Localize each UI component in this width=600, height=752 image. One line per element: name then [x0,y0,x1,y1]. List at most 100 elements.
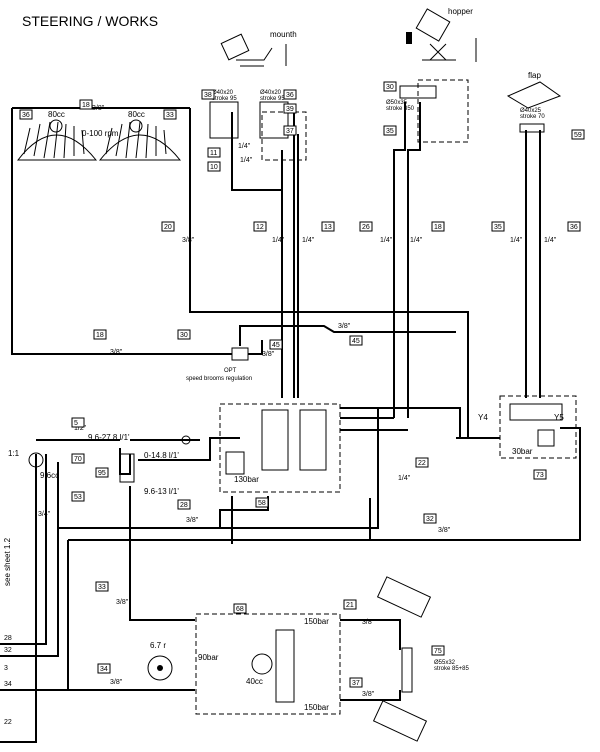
svg-text:3/8": 3/8" [338,323,351,330]
svg-text:3/4": 3/4" [38,511,51,518]
tag-z: 95 [95,467,109,478]
steer-p1: 150bar [304,617,329,626]
svg-text:18: 18 [96,332,104,339]
page-title: STEERING / WORKS [22,13,158,29]
svg-text:12: 12 [256,224,264,231]
rpm-label: 0-100 rpm [82,129,119,138]
mounth-label: mounth [270,30,297,39]
svg-text:3/8": 3/8" [92,105,105,112]
tag-af: 32 [423,513,437,524]
broom-right-icon [98,121,182,161]
svg-text:39: 39 [286,106,294,113]
svg-text:3/8": 3/8" [182,237,195,244]
port-34: 34 [4,681,12,688]
svg-text:3/8": 3/8" [262,351,275,358]
steering-unit-block [195,613,341,715]
hopper-valve-block [417,79,469,143]
cyl-flap-stroke: stroke 70 [520,114,545,120]
svg-text:34: 34 [100,666,108,673]
svg-text:35: 35 [494,224,502,231]
priority-valve [119,453,135,483]
tag-v: 45 [349,335,363,346]
tag-s: 36 [567,221,581,232]
tag-p: 26 [359,221,373,232]
tag-k: 35 [383,125,397,136]
flap-cylinder [519,123,545,133]
flow-priority-label: 0-14.8 l/1' [144,451,179,460]
steer-rev-label: 6.7 r [150,641,166,650]
y4-label: Y4 [478,413,488,422]
hopper-label: hopper [448,7,473,16]
steering-valve [275,629,295,703]
svg-text:37: 37 [286,128,294,135]
tag-i: 10 [207,161,221,172]
speed-reg-label: speed brooms regulation [186,376,252,382]
cyl-right-stroke: stroke 95 [260,96,285,102]
ratio-label: 1:1 [8,449,20,458]
svg-text:1/4": 1/4" [380,237,393,244]
tag-w: 45 [269,339,283,350]
svg-text:10: 10 [210,164,218,171]
wheel-bottom-icon [372,700,428,742]
svg-text:59: 59 [574,132,582,139]
svg-text:1/4": 1/4" [544,237,557,244]
y5-label: Y5 [554,413,564,422]
svg-text:3/8": 3/8" [110,679,123,686]
tag-al: 37 [349,677,363,688]
tag-d: 38 [201,89,215,100]
hopper-mechanism-icon [406,8,477,62]
svg-text:75: 75 [434,648,442,655]
svg-text:38: 38 [204,92,212,99]
cyl-left-size: Ø40x20 [212,90,234,96]
broom-motor-right [129,119,143,133]
tag-ah: 68 [233,603,247,614]
work-valve-spool-2 [299,409,327,471]
svg-text:33: 33 [166,112,174,119]
svg-text:1/4": 1/4" [302,237,315,244]
svg-text:20: 20 [164,224,172,231]
tag-y: 70 [71,453,85,464]
svg-text:22: 22 [418,460,426,467]
svg-text:3/8": 3/8" [438,527,451,534]
tag-ac: 22 [415,457,429,468]
motor-left-label: 80cc [48,110,65,119]
opt-label: OPT [224,368,237,374]
svg-text:21: 21 [346,602,354,609]
svg-text:5: 5 [74,420,78,427]
svg-text:58: 58 [258,500,266,507]
svg-text:32: 32 [426,516,434,523]
hopper-cylinder [399,85,437,99]
broom-motor-left [49,119,63,133]
tag-ae: 28 [177,499,191,510]
pump-label: 9.6cc [40,471,59,480]
svg-text:95: 95 [98,470,106,477]
pipe-size-labels: 3/8" 1/4" 1/4" 3/8" 1/4" 1/4" 1/4" 1/4" … [38,105,557,698]
svg-text:68: 68 [236,606,244,613]
cyl-steer-size: Ø55x32 [434,660,456,666]
flap-valve-block [499,395,577,459]
tag-ai: 21 [343,599,357,610]
flow-main-label: 9.6-27.8 l/1' [88,433,130,442]
svg-text:53: 53 [74,494,82,501]
flap-valve-spool [509,403,563,421]
flap-relief-valve [537,429,555,447]
svg-text:36: 36 [570,224,578,231]
wheel-top-icon [376,576,432,618]
tag-x: 5 [71,417,85,428]
tag-o: 13 [321,221,335,232]
tag-e: 36 [283,89,297,100]
tag-a: 36 [19,109,33,120]
tag-h: 11 [207,147,221,158]
tag-q: 18 [431,221,445,232]
svg-text:26: 26 [362,224,370,231]
tag-b: 18 [79,99,93,110]
cyl-steer-stroke: stroke 85+85 [434,666,470,672]
port-28: 28 [4,635,12,642]
tag-ag: 33 [95,581,109,592]
svg-text:28: 28 [180,502,188,509]
flap-mechanism-icon [506,81,562,109]
work-valve-pressure: 130bar [234,475,259,484]
svg-text:18: 18 [434,224,442,231]
